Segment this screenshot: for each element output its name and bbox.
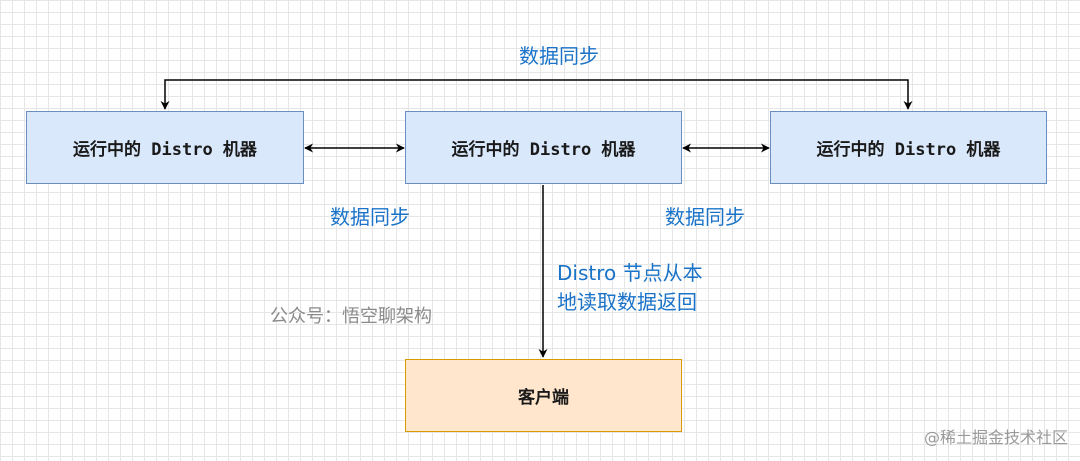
distro-node-right: 运行中的 Distro 机器 xyxy=(770,111,1047,184)
left-sync-label: 数据同步 xyxy=(330,205,410,229)
client-box: 客户端 xyxy=(405,359,682,432)
local-read-label-line1: Distro 节点从本 xyxy=(557,261,703,285)
top-sync-connector xyxy=(160,79,913,110)
client-label: 客户端 xyxy=(518,388,569,408)
top-sync-label: 数据同步 xyxy=(519,44,599,68)
distro-node-left: 运行中的 Distro 机器 xyxy=(26,111,304,184)
distro-node-center: 运行中的 Distro 机器 xyxy=(405,111,682,184)
local-read-label: Distro 节点从本 地读取数据返回 xyxy=(557,259,703,317)
watermark-text: 公众号：悟空聊架构 xyxy=(270,306,432,327)
corner-watermark: @稀土掘金技术社区 xyxy=(923,428,1068,447)
local-read-label-line2: 地读取数据返回 xyxy=(557,290,697,314)
distro-node-left-label: 运行中的 Distro 机器 xyxy=(73,140,257,160)
distro-node-center-label: 运行中的 Distro 机器 xyxy=(451,140,636,160)
right-sync-label: 数据同步 xyxy=(665,205,745,229)
distro-node-right-label: 运行中的 Distro 机器 xyxy=(816,140,1001,160)
